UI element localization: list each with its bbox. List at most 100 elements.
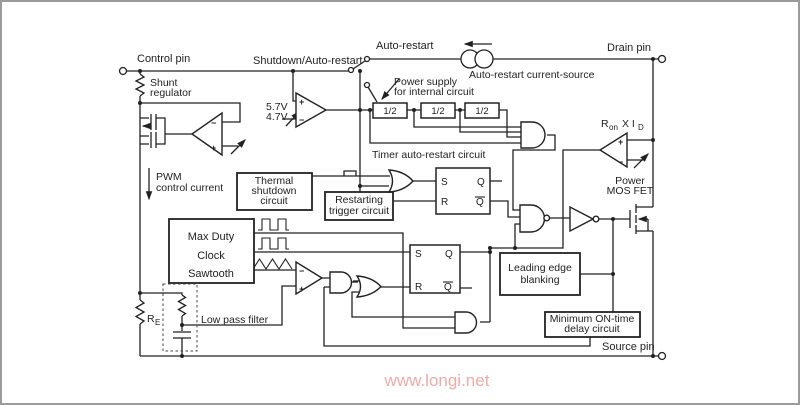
max-duty-waveform [258,218,289,231]
opamp-trim-arrow [230,139,246,155]
pwm-or-gate [355,275,382,298]
leb-text-1: Leading edge [508,262,572,274]
thermal-text-1: Thermal [255,175,294,187]
thermal-text-2: shutdown [252,185,297,197]
divider-block-3 [464,102,500,119]
annotation-arrows [145,40,649,201]
min-on-text-2: delay circuit [564,323,620,335]
svg-text:on: on [609,123,618,132]
nand-gate [519,204,546,233]
svg-text:+: + [299,97,304,107]
sawtooth-waveform [252,257,293,271]
divider-text-1: 1/2 [383,106,396,117]
psu-switch-contact [363,81,371,89]
svg-text:+: + [618,137,623,147]
drain-pin-label: Drain pin [607,42,651,54]
svg-text:Q: Q [445,249,453,260]
shutdown-comparator [295,91,328,129]
svg-text:R: R [601,118,609,130]
switch-contact-b [363,55,371,63]
svg-text:S: S [441,177,448,188]
mosfet-label-1: Power [615,175,645,187]
svg-text:+: + [211,143,216,153]
low-pass-filter-box [162,283,198,352]
low-pass-label: Low pass filter [201,314,269,326]
svg-text:Q: Q [476,197,484,208]
svg-text:E: E [155,318,160,327]
restarting-text-1: Restarting [335,194,383,206]
svg-text:R: R [441,197,448,208]
svg-text:−: − [211,118,216,128]
svg-text:R: R [147,313,155,325]
current-source-label: Auto-restart current-source [469,69,595,81]
restarting-text-2: trigger circuit [329,205,389,217]
psu-switch-arrow [381,78,400,100]
thermal-text-3: circuit [260,195,288,207]
divider-text-2: 1/2 [431,106,444,117]
flipflop-2-labels: S R Q Q [415,249,453,293]
re-label: R E [147,313,160,327]
shutdown-switch-lever [352,60,378,103]
flipflop-2 [409,244,461,294]
flipflop-1 [435,167,491,215]
min-on-text-1: Minimum ON-time [550,313,635,325]
osc-text-1: Max Duty [188,231,235,243]
shutdown-label: Shutdown/Auto-restart [253,55,362,67]
ocp-comparator [598,131,628,169]
psu-label-2: for internal circuit [394,86,474,98]
oscillator-block [168,218,255,284]
svg-text:−: − [618,157,623,167]
min-on-time-block [544,311,641,338]
pwm-label-1: PWM [156,171,182,183]
waveform-glyphs [252,218,293,271]
svg-text:S: S [415,249,422,260]
shunt-label-2: regulator [150,87,192,99]
pwm-and-gate [329,271,353,294]
ocp-trim-arrow [633,153,649,169]
restart-or-gate [387,169,414,193]
svg-text:X I: X I [622,118,635,130]
svg-text:R: R [415,282,422,293]
flipflop-1-labels: S R Q Q [441,177,485,208]
pwm-comparator [295,260,324,296]
osc-text-3: Sawtooth [188,268,234,280]
timer-and-gate [520,121,546,149]
svg-text:−: − [299,115,304,125]
divider-block-2 [420,102,456,119]
logic-gates [190,91,628,334]
svg-text:−: − [299,266,304,276]
gate-driver-inverter [569,205,595,233]
svg-text:+: + [299,284,304,294]
leb-text-2: blanking [520,274,559,286]
source-pin-terminal [657,351,667,361]
control-pin-label: Control pin [137,53,190,65]
drain-pin-terminal [657,54,667,64]
nand-bubble [543,214,551,222]
shunt-label-1: Shunt [150,77,178,89]
comparator-signs: + − − + − + + − [211,97,623,294]
svg-text:Q: Q [444,282,452,293]
blanking-and-gate [454,311,478,334]
svg-text:Q: Q [477,177,485,188]
current-source-symbol-2 [474,49,494,69]
leading-edge-blanking-block [499,252,581,296]
thermal-shutdown-block [236,172,313,211]
mosfet-label-2: MOS FET [607,185,654,197]
restarting-trigger-block [324,191,394,221]
clock-waveform [258,237,289,250]
divider-text-3: 1/2 [475,106,488,117]
psu-label-1: Power supply [394,76,458,88]
auto-restart-label: Auto-restart [376,40,433,52]
watermark: www.longi.net [384,371,490,390]
divider-block-1 [372,102,408,119]
source-pin-label: Source pin [602,341,655,353]
pwm-label-2: control current [156,182,223,194]
svg-text:D: D [638,123,644,132]
timer-label: Timer auto-restart circuit [372,149,485,161]
osc-text-2: Clock [197,250,225,262]
switch-contact-a [347,66,355,74]
inverter-bubble [592,215,600,223]
vref-high-label: 5.7V [266,101,288,113]
